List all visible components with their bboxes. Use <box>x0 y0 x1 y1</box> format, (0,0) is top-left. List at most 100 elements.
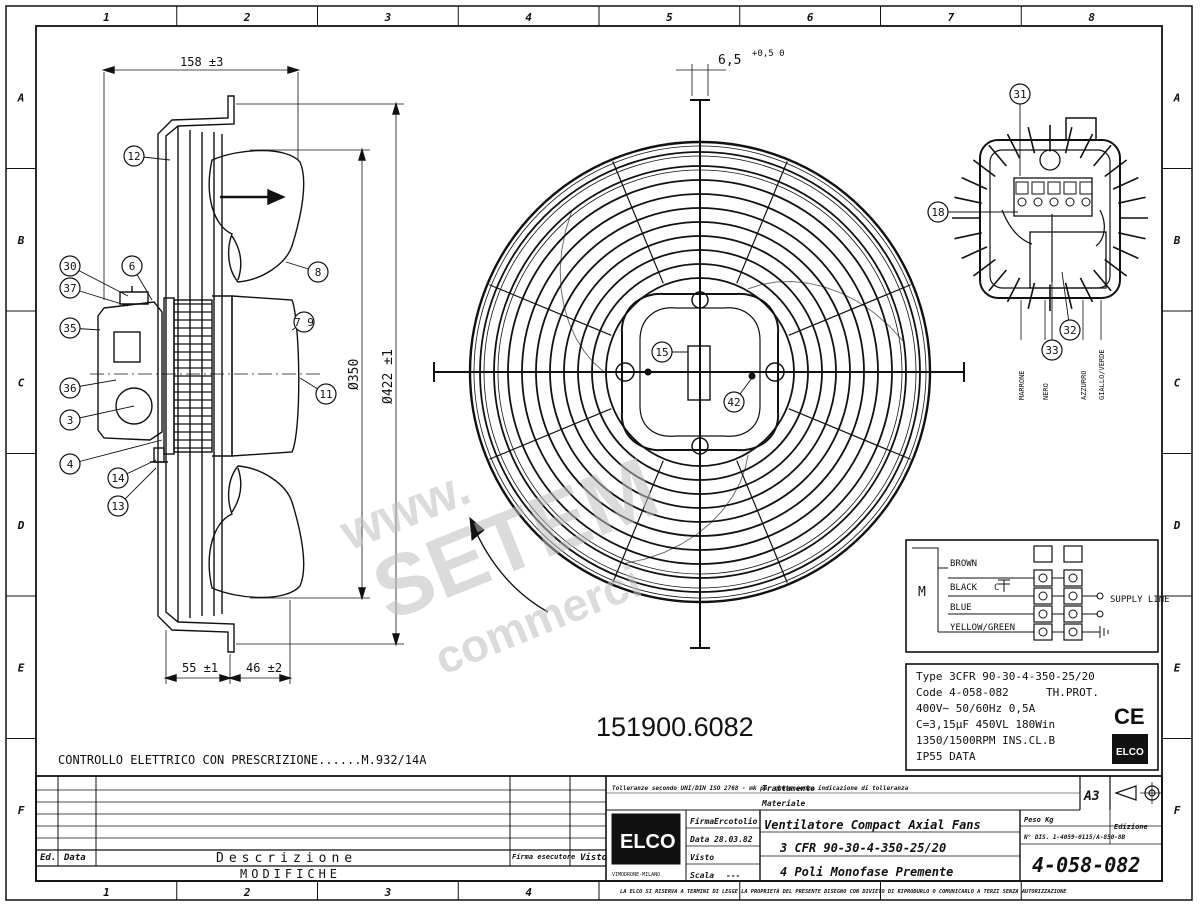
elco-logo-mark <box>1112 734 1148 764</box>
reference-balloon <box>107 467 129 489</box>
peso-label: Peso Kg <box>1024 816 1054 824</box>
reference-balloon <box>59 255 81 277</box>
column-mark: 6 <box>807 11 814 24</box>
nameplate-line: C=3,15µF 450VL 180Win <box>916 718 1055 731</box>
visto-label: Visto <box>690 852 714 862</box>
row-mark-right: D <box>1173 519 1181 532</box>
row-mark: C <box>18 376 25 389</box>
tolerance-note: Tolleranze secondo UNI/DIN ISO 2768 - mk… <box>612 785 909 792</box>
row-mark: B <box>17 234 25 247</box>
reference-balloon <box>723 391 745 413</box>
balloon-number: 13 <box>111 500 124 513</box>
edizione-label: Edizione <box>1114 823 1148 831</box>
column-mark: 5 <box>666 11 673 24</box>
balloon-number: 7 9 <box>294 316 314 329</box>
copyright-note: LA ELCO SI RISERVA A TERMINI DI LEGGE LA… <box>620 888 1067 895</box>
balloon-number: 15 <box>655 346 668 359</box>
row-mark: F <box>18 804 25 817</box>
nameplate-line: TH.PROT. <box>1046 686 1099 699</box>
balloon-number: 6 <box>129 260 136 273</box>
column-mark-bottom: 3 <box>384 886 392 899</box>
hub-mount <box>620 292 780 452</box>
balloon-number: 3 <box>67 414 74 427</box>
reference-balloon <box>1009 83 1031 105</box>
column-mark: 7 <box>948 11 955 24</box>
column-mark: 1 <box>103 11 110 24</box>
firma-label: Firma <box>690 816 714 826</box>
reference-balloon <box>59 409 81 431</box>
row-mark: A <box>17 91 25 104</box>
data-value: 28.03.82 <box>713 835 753 844</box>
balloon-number: 30 <box>63 260 76 273</box>
terminal-box-side <box>97 301 163 441</box>
control-note: CONTROLLO ELETTRICO CON PRESCRIZIONE....… <box>58 753 427 767</box>
dim-350: Ø350 <box>347 359 362 390</box>
guard-side-profile <box>157 95 235 653</box>
reference-balloon <box>59 277 81 299</box>
part-number: 151900.6082 <box>596 712 754 742</box>
reference-balloon <box>59 377 81 399</box>
scala-value: --- <box>726 871 740 880</box>
title-block <box>35 775 1163 882</box>
nameplate-logo: ELCO <box>1116 747 1144 758</box>
materiale-label: Materiale <box>761 798 806 808</box>
reference-balloon <box>293 311 315 333</box>
balloon-number: 14 <box>111 472 125 485</box>
column-mark: 4 <box>525 11 532 24</box>
balloon-number: 42 <box>727 396 740 409</box>
motor-symbol: M <box>918 585 926 600</box>
trattamento-label: Trattamento <box>762 784 815 793</box>
balloon-number: 33 <box>1045 344 1058 357</box>
reference-balloon <box>107 495 129 517</box>
dim-slot: 6,5 <box>718 53 741 68</box>
ce-mark: CE <box>1114 704 1145 729</box>
label-plate <box>687 345 711 401</box>
nameplate-line: 1350/1500RPM INS.CL.B <box>916 734 1055 747</box>
row-mark-right: C <box>1174 376 1181 389</box>
nameplate-line: Code 4-058-082 <box>916 686 1009 699</box>
blade-upper <box>208 149 305 283</box>
dim-55: 55 ±1 <box>182 661 218 675</box>
wire-label: GIALLO/VERDE <box>1098 349 1106 400</box>
row-mark-right: A <box>1173 91 1181 104</box>
row-mark: D <box>17 519 25 532</box>
blade-lower <box>208 465 305 599</box>
wire-color: YELLOW/GREEN <box>950 623 1015 633</box>
dim-46: 46 ±2 <box>246 661 282 675</box>
balloon-number: 35 <box>63 322 76 335</box>
scala-label: Scala <box>690 871 714 880</box>
side-view <box>90 66 404 684</box>
wire-label: MARRONE <box>1018 370 1026 400</box>
wire-color: BROWN <box>950 559 977 569</box>
column-mark-bottom: 2 <box>243 886 251 899</box>
firma-value: Ercotolio <box>714 816 758 826</box>
wire-color: BLACK <box>950 583 978 593</box>
reference-balloon <box>651 341 673 363</box>
column-mark: 8 <box>1088 11 1095 24</box>
sheet-size: A3 <box>1083 789 1100 804</box>
reference-balloon <box>59 453 81 475</box>
col-date: Data <box>63 853 86 863</box>
reference-balloon <box>59 317 81 339</box>
row-mark-right: E <box>1174 661 1181 674</box>
balloon-number: 36 <box>63 382 76 395</box>
nameplate-line: Type 3CFR 90-30-4-350-25/20 <box>916 670 1095 683</box>
capacitor-label: C <box>994 583 999 593</box>
row-mark-right: B <box>1173 234 1181 247</box>
balloon-number: 32 <box>1063 324 1076 337</box>
reference-balloon <box>315 383 337 405</box>
row-mark-right: F <box>1174 804 1181 817</box>
front-view <box>433 64 965 649</box>
reference-balloon <box>1059 319 1081 341</box>
wire-label: AZZURRO <box>1080 370 1088 400</box>
rotor <box>231 295 300 457</box>
drawing-number: 4-058-082 <box>1032 853 1140 877</box>
title-block-logo: ELCO <box>620 831 676 853</box>
